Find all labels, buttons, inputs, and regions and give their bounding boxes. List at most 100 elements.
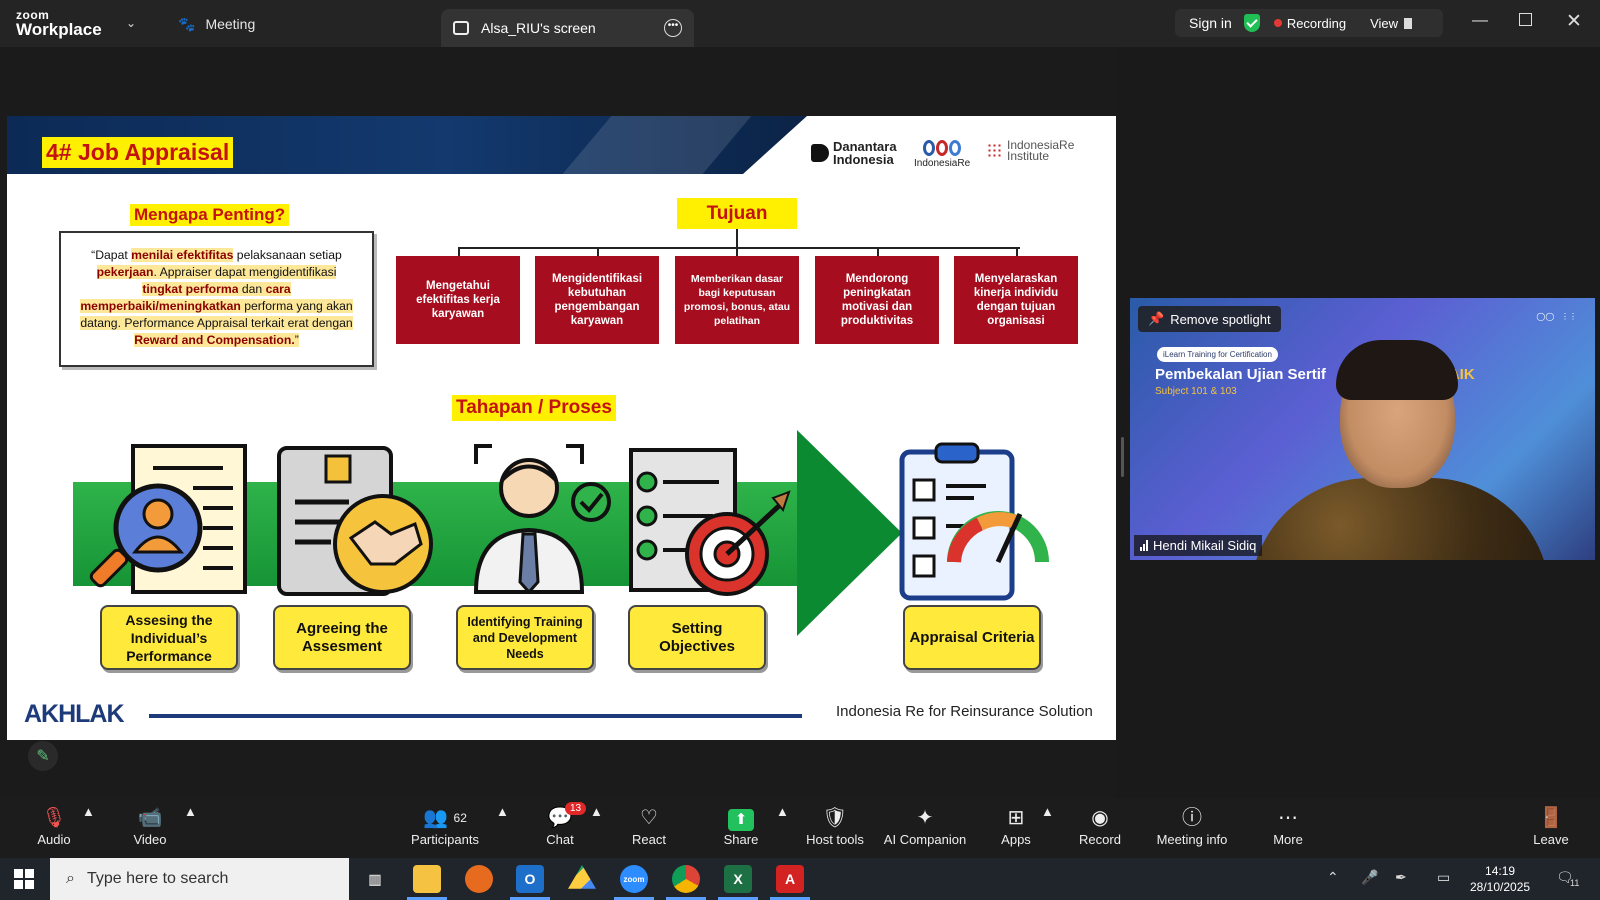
record-button[interactable]: ◉ Record xyxy=(1078,804,1122,847)
participant-hair xyxy=(1336,340,1458,400)
audio-button[interactable]: 🎙 Audio xyxy=(36,804,72,847)
footer-tagline: Indonesia Re for Reinsurance Solution xyxy=(836,703,1093,720)
google-drive-icon[interactable] xyxy=(568,865,596,889)
meeting-info-button[interactable]: ⓘ Meeting info xyxy=(1153,804,1231,847)
participants-label: Participants xyxy=(411,832,479,847)
acrobat-icon[interactable]: A xyxy=(770,865,810,900)
tab-meeting[interactable]: 🐾 Meeting xyxy=(178,12,255,36)
more-button[interactable]: ⋯ More xyxy=(1270,804,1306,847)
org-tree-connector xyxy=(736,247,738,256)
chrome-icon[interactable] xyxy=(666,865,706,900)
participant-name-tag: Hendi Mikail Sidiq xyxy=(1134,535,1263,556)
shield-check-icon[interactable] xyxy=(1243,14,1260,32)
record-label: Record xyxy=(1079,832,1121,847)
leave-label: Leave xyxy=(1533,832,1569,847)
pin-icon: 📌 xyxy=(1148,311,1165,326)
process-step-label: Assesing the Individual’s Performance xyxy=(100,605,238,670)
show-hidden-icons-chevron-icon[interactable]: ⌃ xyxy=(1327,869,1339,885)
close-icon[interactable]: ✕ xyxy=(1566,11,1582,32)
tab-meeting-label: Meeting xyxy=(205,16,256,32)
indonesiare-institute-text: IndonesiaRe Institute xyxy=(1007,138,1075,163)
chat-button[interactable]: 💬 13 Chat xyxy=(543,802,587,847)
heart-icon: ♡ xyxy=(640,807,658,829)
leave-button[interactable]: 🚪 Leave xyxy=(1533,804,1569,847)
firefox-icon[interactable] xyxy=(465,865,493,893)
zoom-app-icon[interactable]: zoom xyxy=(614,865,654,900)
meeting-info-label: Meeting info xyxy=(1156,832,1228,847)
file-explorer-icon[interactable] xyxy=(407,865,447,900)
sparkle-icon: ✦ xyxy=(916,807,934,829)
annotate-pencil-icon[interactable]: ✎ xyxy=(28,741,58,771)
video-options-caret-icon[interactable]: ▲ xyxy=(184,804,197,819)
org-tree-connector xyxy=(1016,247,1018,256)
view-layout-icon[interactable] xyxy=(1404,17,1413,29)
logo-workplace-text: Workplace xyxy=(16,20,102,39)
video-button[interactable]: 📹 Video xyxy=(132,804,168,847)
search-icon: ⌕ xyxy=(66,870,75,887)
video-background-logos: ◯◯ ⋮⋮ xyxy=(1536,312,1577,321)
more-options-icon[interactable]: ••• xyxy=(664,19,682,37)
why-important-heading: Mengapa Penting? xyxy=(130,204,290,226)
apps-label: Apps xyxy=(1001,832,1031,847)
touch-keyboard-icon[interactable]: ▭ xyxy=(1437,869,1451,885)
why-text: pelaksanaan setiap xyxy=(233,248,342,262)
taskbar-search-box[interactable]: ⌕ Type here to search xyxy=(50,858,349,900)
zoom-workplace-logo[interactable]: zoom Workplace xyxy=(16,9,102,38)
clipboard-gauge-icon xyxy=(899,442,1049,601)
microphone-tray-icon[interactable]: 🎤 xyxy=(1361,869,1379,885)
logo-zoom-text: zoom xyxy=(16,8,50,22)
share-button[interactable]: ⬆ Share xyxy=(722,804,760,847)
react-label: React xyxy=(632,832,666,847)
chat-options-caret-icon[interactable]: ▲ xyxy=(590,804,603,819)
goal-box: Mengetahui efektifitas kerja karyawan xyxy=(396,256,520,344)
why-text: ” xyxy=(294,333,299,347)
audio-options-caret-icon[interactable]: ▲ xyxy=(82,804,95,819)
chat-label: Chat xyxy=(546,832,574,847)
why-text-highlight: menilai efektifitas xyxy=(131,248,234,262)
outlook-icon[interactable]: O xyxy=(510,865,550,900)
recording-status[interactable]: Recording xyxy=(1286,15,1347,31)
participants-button[interactable]: 👥 62 Participants xyxy=(408,804,482,847)
org-tree-connector xyxy=(597,247,599,256)
chat-unread-badge: 13 xyxy=(565,802,587,815)
why-text: “Dapat xyxy=(91,248,132,262)
indonesiare-institute-logo: IndonesiaRe Institute xyxy=(987,138,1077,163)
info-icon: ⓘ xyxy=(1182,807,1202,829)
tab-shared-screen[interactable]: Alsa_RIU's screen ••• xyxy=(441,9,694,47)
search-placeholder: Type here to search xyxy=(86,870,229,887)
meeting-status-bar: Sign in Recording View xyxy=(1175,9,1443,37)
why-important-box: “Dapat menilai efektifitas pelaksanaan s… xyxy=(59,231,374,367)
view-button[interactable]: View xyxy=(1370,15,1399,31)
sign-in-button[interactable]: Sign in xyxy=(1189,15,1232,31)
participant-video-tile[interactable]: ◯◯ ⋮⋮ iLearn Training for Certification … xyxy=(1130,298,1595,560)
footer-divider xyxy=(149,714,802,718)
remove-spotlight-button[interactable]: 📌 Remove spotlight xyxy=(1138,306,1281,332)
goal-box: Memberikan dasar bagi keputusan promosi,… xyxy=(675,256,799,344)
goals-heading: Tujuan xyxy=(677,198,797,229)
recording-dot-icon xyxy=(1273,19,1282,27)
participants-options-caret-icon[interactable]: ▲ xyxy=(496,804,509,819)
windows-start-icon[interactable] xyxy=(14,869,34,889)
participant-name: Hendi Mikail Sidiq xyxy=(1153,538,1257,553)
task-view-icon[interactable]: ▥ xyxy=(368,870,382,887)
why-text-highlight: Reward and Compensation. xyxy=(134,333,295,347)
pen-tray-icon[interactable]: ✒ xyxy=(1395,869,1407,885)
taskbar-clock[interactable]: 14:19 28/10/2025 xyxy=(1470,863,1530,895)
panel-resize-handle[interactable] xyxy=(1121,437,1124,477)
apps-options-caret-icon[interactable]: ▲ xyxy=(1041,804,1054,819)
apps-button[interactable]: ⊞ Apps xyxy=(1000,804,1032,847)
share-options-caret-icon[interactable]: ▲ xyxy=(776,804,789,819)
restore-icon[interactable] xyxy=(1519,13,1532,26)
process-heading: Tahapan / Proses xyxy=(452,395,616,421)
host-shield-icon: 🛡 xyxy=(822,807,848,829)
chevron-down-icon[interactable]: ⌄ xyxy=(126,16,137,30)
host-tools-button[interactable]: 🛡 Host tools xyxy=(803,804,867,847)
danantara-logo-text: Danantara Indonesia xyxy=(833,139,897,167)
signal-strength-icon xyxy=(1140,540,1148,551)
react-button[interactable]: ♡ React xyxy=(630,804,668,847)
ai-companion-button[interactable]: ✦ AI Companion xyxy=(870,804,980,847)
notification-center-icon[interactable]: 🗨 xyxy=(1556,869,1574,885)
excel-icon[interactable]: X xyxy=(718,865,758,900)
video-background-title: Pembekalan Ujian Sertif xyxy=(1155,366,1326,383)
minimize-icon[interactable]: — xyxy=(1472,12,1488,29)
